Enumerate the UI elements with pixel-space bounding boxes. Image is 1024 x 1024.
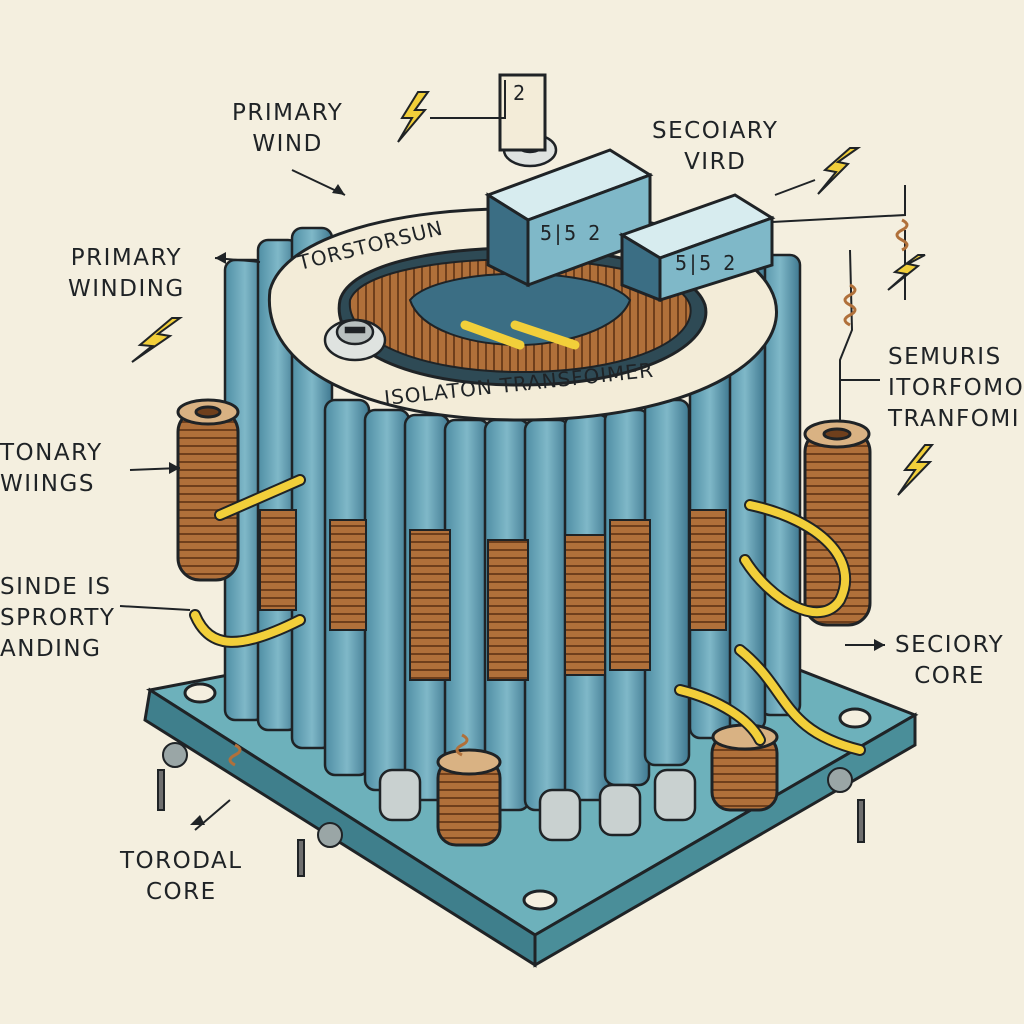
side-coil-left — [176, 398, 240, 582]
right-tag-label: 5|5 2 — [675, 251, 735, 275]
terminal-block-left: 5|5 2 — [484, 148, 654, 288]
bolt-icon — [131, 317, 184, 363]
label-secoiory-core: SECIORY CORE — [895, 632, 1005, 690]
inner-leads — [460, 320, 580, 350]
bolt-icon — [887, 254, 926, 291]
top-post: 2 — [498, 73, 547, 152]
terminal-block-right: 5|5 2 — [618, 193, 776, 303]
top-post-number: 2 — [513, 81, 525, 105]
side-coil-right — [803, 419, 872, 627]
label-ring: TORSTORSUN ISOLATON TRANSFOIMER — [267, 207, 778, 422]
bolt-icon — [397, 91, 430, 143]
label-primary-wind: PRIMARY WIND — [232, 100, 344, 158]
spring-coils — [228, 218, 909, 767]
label-primary-winding: PRIMARY WINDING — [68, 245, 185, 303]
left-tag-label: 5|5 2 — [540, 221, 600, 245]
bolt-icon — [817, 147, 862, 195]
lightning-bolts — [131, 91, 935, 496]
label-torodal-core: TORODAL CORE — [120, 848, 243, 906]
copper-winding-bands — [259, 509, 727, 681]
label-secoiary-vird: SECOIARY VIRD — [652, 118, 779, 176]
label-semuris: SEMURIS ITORFOMO TRANFOMI — [888, 344, 1024, 433]
mount-hole — [183, 682, 217, 704]
core-feet — [378, 768, 697, 842]
mount-hole — [838, 707, 872, 729]
label-sinde-sprorty: SINDE IS SPRORTY ANDING — [0, 574, 116, 663]
bottom-coils — [436, 723, 779, 847]
bolt-icon — [897, 444, 935, 496]
arrow-heads — [169, 184, 885, 825]
label-tonary-wiings: TONARY WIINGS — [0, 440, 103, 498]
mount-hole — [522, 889, 558, 911]
yellow-wires — [189, 474, 866, 756]
terminal-screws — [157, 742, 865, 877]
